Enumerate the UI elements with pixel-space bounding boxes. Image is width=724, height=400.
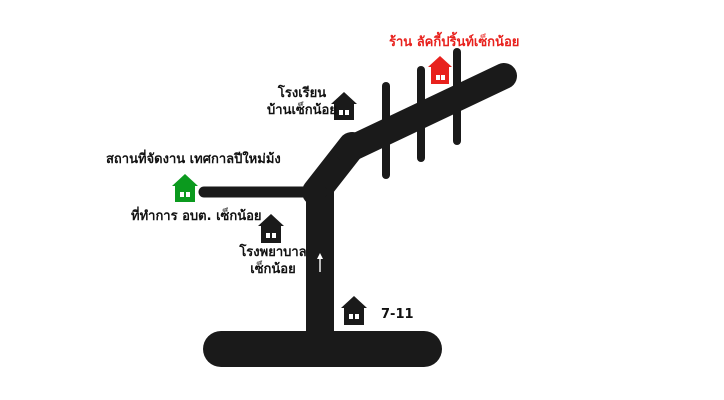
school-label-line2: บ้านเซ็กน้อย — [267, 103, 337, 118]
up-arrow-icon — [317, 253, 323, 272]
hospital-label-line2: เซ็กน้อย — [250, 262, 296, 277]
hospital-house-icon — [258, 214, 284, 243]
shop-label: ร้าน ลัคกี้ปริ้นท์เซ็กน้อย — [389, 35, 520, 50]
hospital-label: โรงพยาบาล เซ็กน้อย — [237, 244, 309, 278]
school-house-icon — [331, 92, 357, 120]
store-label: 7-11 — [381, 307, 414, 322]
hospital-label-line1: โรงพยาบาล — [239, 245, 307, 260]
office-label: ที่ทำการ อบต. เซ็กน้อย — [131, 209, 262, 224]
shop-house-icon — [428, 56, 452, 84]
school-label: โรงเรียน บ้านเซ็กน้อย — [266, 85, 338, 119]
school-label-line1: โรงเรียน — [277, 86, 327, 101]
venue-house-icon — [172, 174, 198, 202]
venue-label: สถานที่จัดงาน เทศกาลปีใหม่ม้ง — [106, 152, 281, 167]
store-house-icon — [341, 296, 367, 325]
upper-road — [335, 63, 517, 163]
